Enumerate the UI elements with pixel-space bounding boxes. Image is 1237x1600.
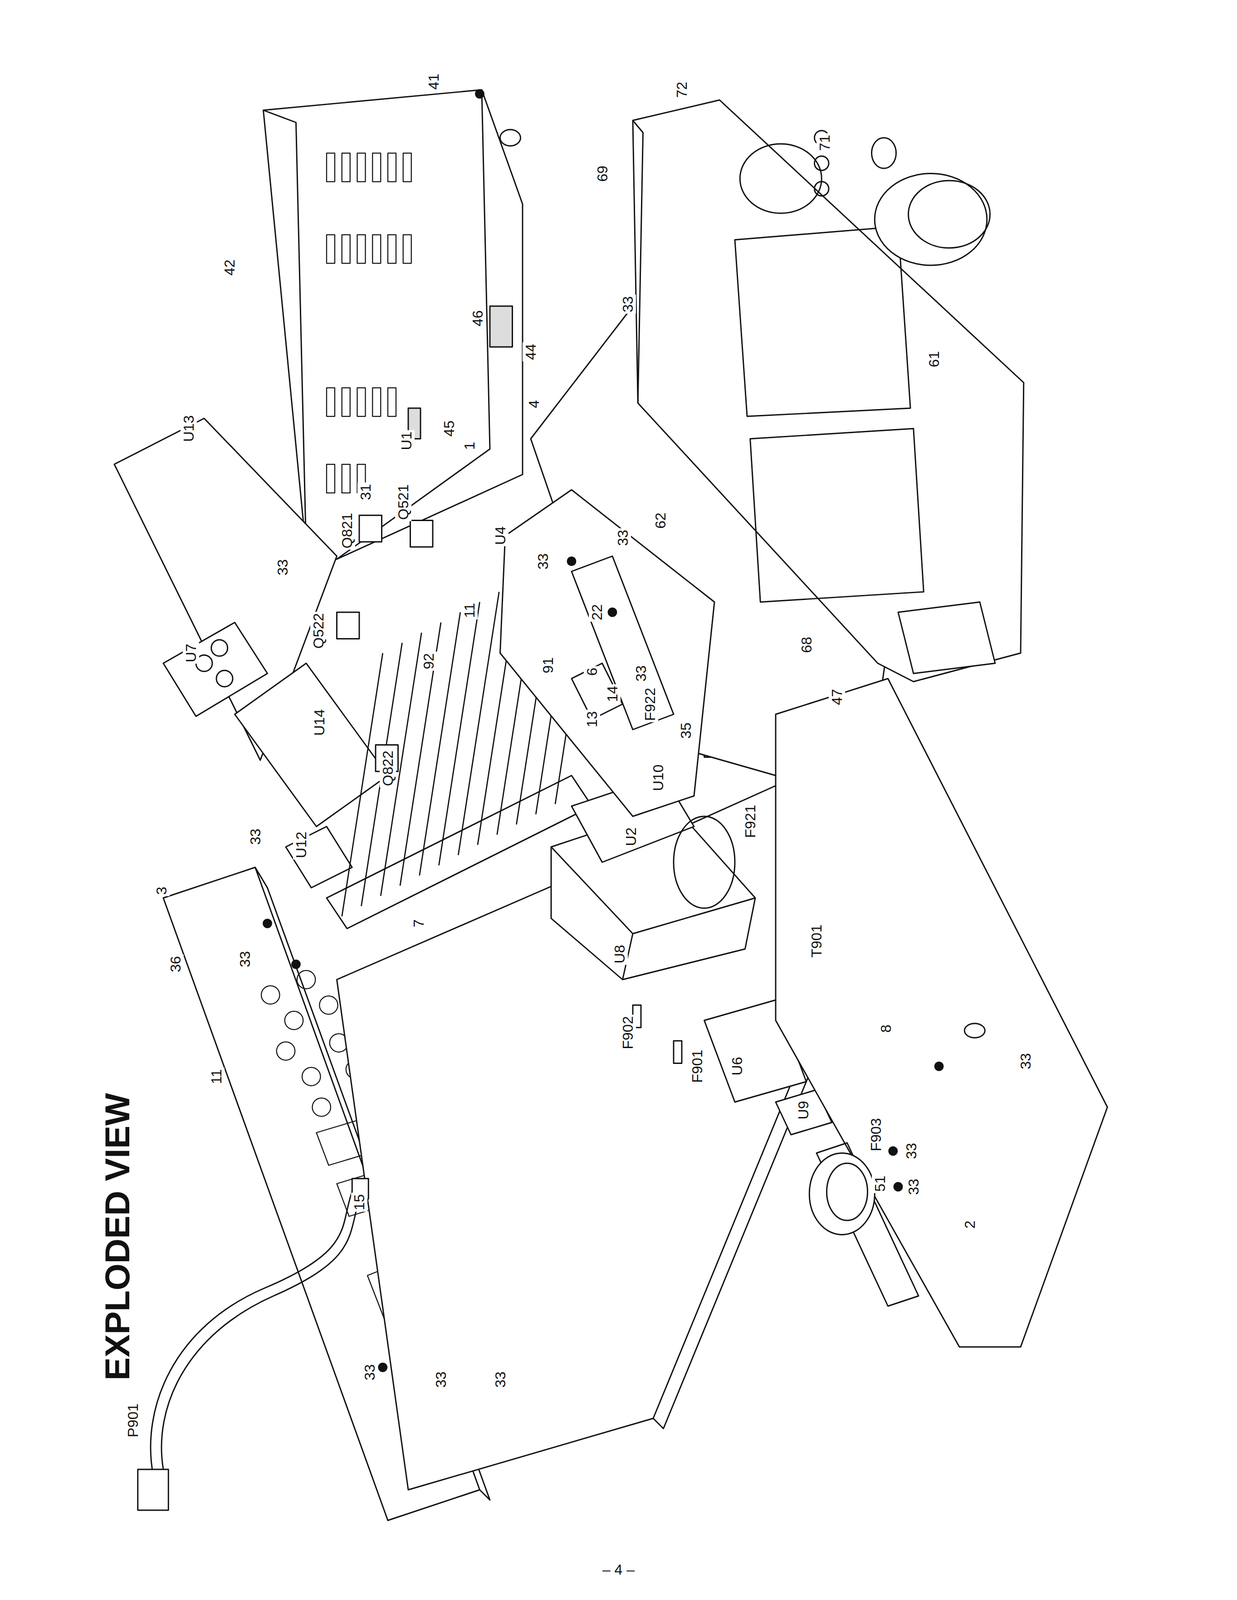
callout-number: 61 xyxy=(925,349,943,369)
page-number: – 4 – xyxy=(602,1562,635,1578)
callout-number: 92 xyxy=(420,651,437,671)
callout-number: 33 xyxy=(432,1370,450,1390)
callout-number: 4 xyxy=(525,398,543,410)
callout-number: U12 xyxy=(293,830,310,861)
callout-number: U1 xyxy=(398,430,415,452)
callout-number: 33 xyxy=(236,949,254,969)
callout-number: 33 xyxy=(361,1363,378,1383)
callout-number: 46 xyxy=(469,308,486,328)
callout-number: 33 xyxy=(619,294,636,314)
callout-number: Q822 xyxy=(379,749,397,788)
callout-number: 8 xyxy=(877,1023,895,1035)
callout-number: 13 xyxy=(583,709,601,729)
callout-number: 11 xyxy=(461,601,478,620)
callout-number: Q522 xyxy=(310,611,327,650)
callout-number: 51 xyxy=(871,1174,889,1194)
callout-number: 72 xyxy=(673,80,690,100)
callout-number: 15 xyxy=(351,1192,368,1213)
callout-number: F902 xyxy=(619,1015,636,1052)
callout-number: 3 xyxy=(153,885,170,897)
callout-number: 91 xyxy=(539,655,557,675)
callout-number: 33 xyxy=(492,1370,509,1390)
callout-number: U2 xyxy=(622,826,640,848)
callout-number: U9 xyxy=(795,1100,812,1122)
callout-number: P901 xyxy=(124,1402,142,1440)
callout-number: 69 xyxy=(594,164,611,184)
callout-number: U14 xyxy=(311,708,328,738)
callout-number: 47 xyxy=(828,687,846,707)
callout-number: 42 xyxy=(221,258,238,278)
callout-number: 71 xyxy=(816,133,833,153)
callout-number: 33 xyxy=(903,1141,920,1161)
callout-number: 68 xyxy=(798,635,815,655)
callout-number: 36 xyxy=(167,954,184,974)
callout-number: 45 xyxy=(440,419,458,439)
callout-number: 7 xyxy=(410,918,427,929)
callout-number: F901 xyxy=(689,1048,706,1085)
callout-number: 35 xyxy=(677,721,695,741)
callout-number: 1 xyxy=(461,440,478,452)
callout-number: 41 xyxy=(425,72,442,92)
page-title: EXPLODED VIEW xyxy=(100,1093,135,1381)
callout-number: 31 xyxy=(357,482,374,502)
callout-number: Q821 xyxy=(338,511,356,550)
callout-number: U4 xyxy=(492,525,509,547)
callout-number: 6 xyxy=(583,666,601,678)
callout-number: 33 xyxy=(1017,1051,1034,1071)
callout-number: 11 xyxy=(208,1067,225,1086)
callout-number: 14 xyxy=(604,684,621,704)
callout-number: 33 xyxy=(534,552,552,572)
callout-number: U8 xyxy=(611,943,628,965)
callout-number: 62 xyxy=(652,511,669,531)
callout-number: Q521 xyxy=(395,483,412,522)
callout-number: 33 xyxy=(274,557,291,577)
callout-number: 33 xyxy=(632,664,650,684)
callout-number: 44 xyxy=(522,342,539,362)
callout-number: F903 xyxy=(867,1117,885,1154)
callout-number: U7 xyxy=(182,642,200,665)
callout-number: 33 xyxy=(905,1177,922,1197)
callout-number: F922 xyxy=(641,686,659,723)
callout-number: 22 xyxy=(588,602,606,622)
callout-number: 33 xyxy=(614,528,631,548)
callout-number: T901 xyxy=(808,923,825,959)
callout-number: F921 xyxy=(742,803,759,840)
callout-number: U10 xyxy=(650,762,667,793)
callout-number: 33 xyxy=(247,827,264,847)
callout-number: U6 xyxy=(728,1056,746,1078)
callout-number: 2 xyxy=(961,1219,978,1231)
callout-number: U13 xyxy=(180,414,197,444)
